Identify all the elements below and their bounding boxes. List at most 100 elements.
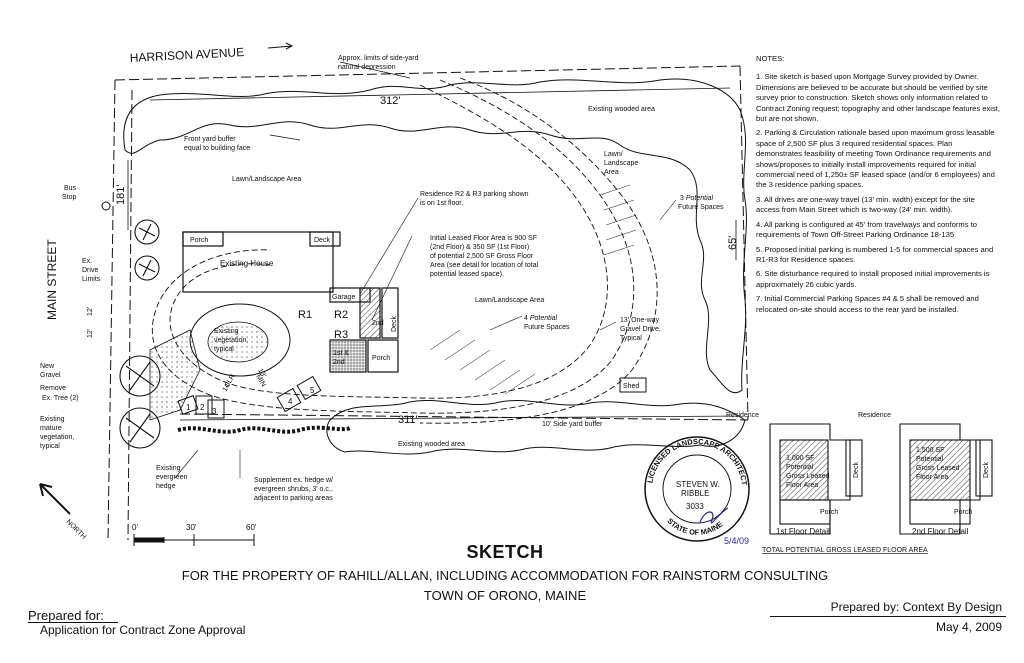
property-subtitle: FOR THE PROPERTY OF RAHILL/ALLAN, INCLUD…: [181, 568, 829, 583]
notes-panel: NOTES: 1. Site sketch is based upon Mort…: [756, 54, 1000, 319]
evergreen-label: Existing: [156, 465, 181, 472]
new-gravel-area: [149, 329, 201, 421]
new-gravel-label: New: [40, 363, 55, 370]
dim-311: 311': [398, 414, 418, 426]
dim-181: 181': [115, 185, 127, 205]
first-second-label: 1st &: [333, 350, 349, 357]
new-gravel-label-2: Gravel: [40, 372, 61, 379]
seal-number: 3033: [686, 502, 704, 511]
remove-tree-label: Remove: [40, 385, 66, 392]
garage-label: Garage: [332, 294, 355, 301]
vegetation-label-3: typical: [214, 346, 234, 353]
detail-right-area-2: Potential: [916, 456, 944, 463]
residence-left-label: Residence: [726, 412, 759, 419]
four-potential-label-2: Future Spaces: [524, 324, 570, 331]
r1-label: R1: [298, 309, 312, 321]
three-potential-label: 3 Potential: [680, 195, 714, 202]
north-label: NORTH: [65, 518, 87, 540]
detail-caption-right: 2nd Floor Detail: [912, 527, 969, 536]
bus-stop-label-2: Stop: [62, 194, 77, 201]
residence-right-label: Residence: [858, 412, 891, 419]
floor-detail-2nd: [899, 423, 993, 535]
seal-name-2: RIBBLE: [681, 489, 709, 498]
dim-14: 14': [222, 382, 233, 393]
existing-house: [182, 231, 399, 373]
space-4: 4: [288, 397, 293, 406]
shed-label: Shed: [623, 383, 639, 390]
shed: [619, 377, 647, 393]
bus-stop-icon: [101, 201, 111, 211]
architect-seal: [644, 436, 750, 542]
dim-312: 312': [380, 95, 400, 107]
future-parking-spaces: [429, 184, 637, 395]
note-item: 7. Initial Commercial Parking Spaces #4 …: [756, 294, 979, 314]
bus-stop-label: Bus: [64, 185, 77, 192]
detail-deck-left: Deck: [853, 462, 860, 478]
r3-label: R3: [334, 329, 348, 341]
sketch-title: SKETCH: [466, 542, 544, 562]
porch-small-label: Porch: [372, 355, 390, 362]
seal-date: 5/4/09: [724, 536, 749, 546]
detail-left-area-3: Gross Leased: [786, 473, 830, 480]
note-item: 1. Site sketch is based upon Mortgage Su…: [756, 72, 1000, 124]
natural-depression-label: natural depression: [338, 64, 396, 71]
note-item: 5. Proposed initial parking is numbered …: [756, 244, 994, 264]
r2-label: R2: [334, 309, 348, 321]
oneway-label-2: Gravel Drive,: [620, 326, 661, 333]
lawn-mid-label: Lawn/Landscape Area: [475, 297, 544, 304]
mature-veg-label-3: vegetation,: [40, 434, 74, 441]
deck-side-label: Deck: [391, 316, 398, 332]
scale-60: 60': [246, 523, 257, 532]
property-lines: [107, 65, 749, 541]
mature-veg-label-4: typical: [40, 443, 60, 450]
seal-name: STEVEN W.: [676, 480, 720, 489]
supplement-label-2: evergreen shrubs, 3' o.c.,: [254, 486, 333, 493]
leader-lines: [174, 197, 677, 479]
detail-right-area-3: Gross Leased: [916, 465, 960, 472]
evergreen-label-3: hedge: [156, 483, 176, 490]
side-buffer-label: 10' Side yard buffer: [542, 421, 603, 428]
floor-detail-1st: [769, 423, 863, 535]
signature: [699, 507, 729, 524]
wooded-top-label: Existing wooded area: [588, 106, 655, 113]
lawn-right-label: Lawn/: [604, 151, 623, 158]
space-5: 5: [310, 386, 315, 395]
detail-left-area-2: Potential: [786, 464, 814, 471]
note-item: 6. Site disturbance required to install …: [756, 269, 990, 289]
scale-30: 30': [186, 523, 197, 532]
four-potential-label: 4 Potential: [524, 315, 558, 322]
oneway-label: 13' One-way: [620, 317, 660, 324]
notes-header: NOTES:: [756, 54, 785, 63]
note-item: 2. Parking & Circulation rationale based…: [756, 128, 995, 190]
oneway-label-3: Typical: [620, 335, 642, 342]
seal-ring-text: LICENSED LANDSCAPE ARCHITECT: [645, 437, 749, 486]
vegetation-label: Existing: [214, 328, 239, 335]
dimensions: [127, 61, 741, 421]
lawn-right-label-2: Landscape: [604, 160, 638, 167]
footer-rule-left: [28, 622, 118, 623]
space-1: 1: [186, 403, 191, 412]
prepared-by-label: Prepared by: Context By Design: [830, 600, 1002, 614]
wooded-area-top: [123, 78, 747, 393]
detail-right-area: 1,500 SF: [916, 447, 944, 454]
north-arrow-icon: [39, 483, 71, 515]
remove-tree-label-2: Ex. Tree (2): [42, 395, 79, 402]
first-second-label-2: 2nd: [333, 359, 345, 366]
total-area-caption: TOTAL POTENTIAL GROSS LEASED FLOOR AREA: [762, 547, 928, 554]
front-yard-buffer-label-2: equal to building face: [184, 145, 250, 152]
scale-bar: [133, 534, 255, 546]
ex-drive-label: Ex.: [82, 258, 92, 265]
footer-date: May 4, 2009: [935, 620, 1002, 634]
detail-right-area-4: Floor Area: [916, 474, 948, 481]
three-potential-label-2: Future Spaces: [678, 204, 724, 211]
side-yard-limits-label: Approx. limits of side-yard: [338, 55, 419, 62]
mature-veg-label-2: mature: [40, 425, 62, 432]
detail-porch-right: Porch: [954, 509, 972, 516]
leased-note-3: of potential 2,500 SF Gross Floor: [430, 253, 534, 260]
note-item: 4. All parking is configured at 45' from…: [756, 219, 977, 240]
second-floor-label: 2nd: [372, 320, 384, 327]
leased-note-4: Area (see detail for location of total: [430, 262, 539, 269]
application-label: Application for Contract Zone Approval: [40, 623, 246, 637]
parking-spaces: [177, 375, 322, 419]
